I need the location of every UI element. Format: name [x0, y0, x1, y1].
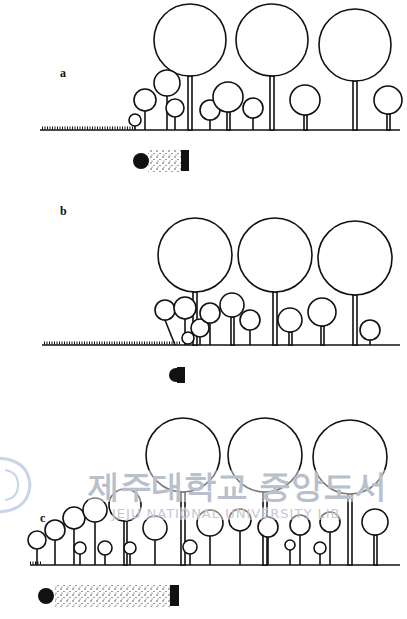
panel-letter: b: [60, 205, 67, 217]
watermark-text: 제주대학교 중앙도서: [88, 470, 387, 502]
tree: [129, 4, 402, 130]
tree: [28, 418, 388, 565]
edge-symbol: [38, 584, 179, 607]
watermark-text: JEJU NATIONAL UNIVERSITY LIB: [112, 507, 340, 520]
grass: [44, 342, 180, 345]
edge-symbol: [133, 150, 189, 172]
library-emblem: [0, 458, 30, 512]
panel-letter: c: [40, 512, 45, 524]
grass: [42, 127, 135, 130]
panel-letter: a: [60, 67, 66, 79]
ground-line: [30, 564, 400, 566]
edge-symbol: [169, 367, 185, 383]
grass: [30, 562, 42, 565]
tree: [155, 218, 392, 345]
ground-line: [40, 129, 400, 131]
ground-line: [42, 344, 400, 346]
